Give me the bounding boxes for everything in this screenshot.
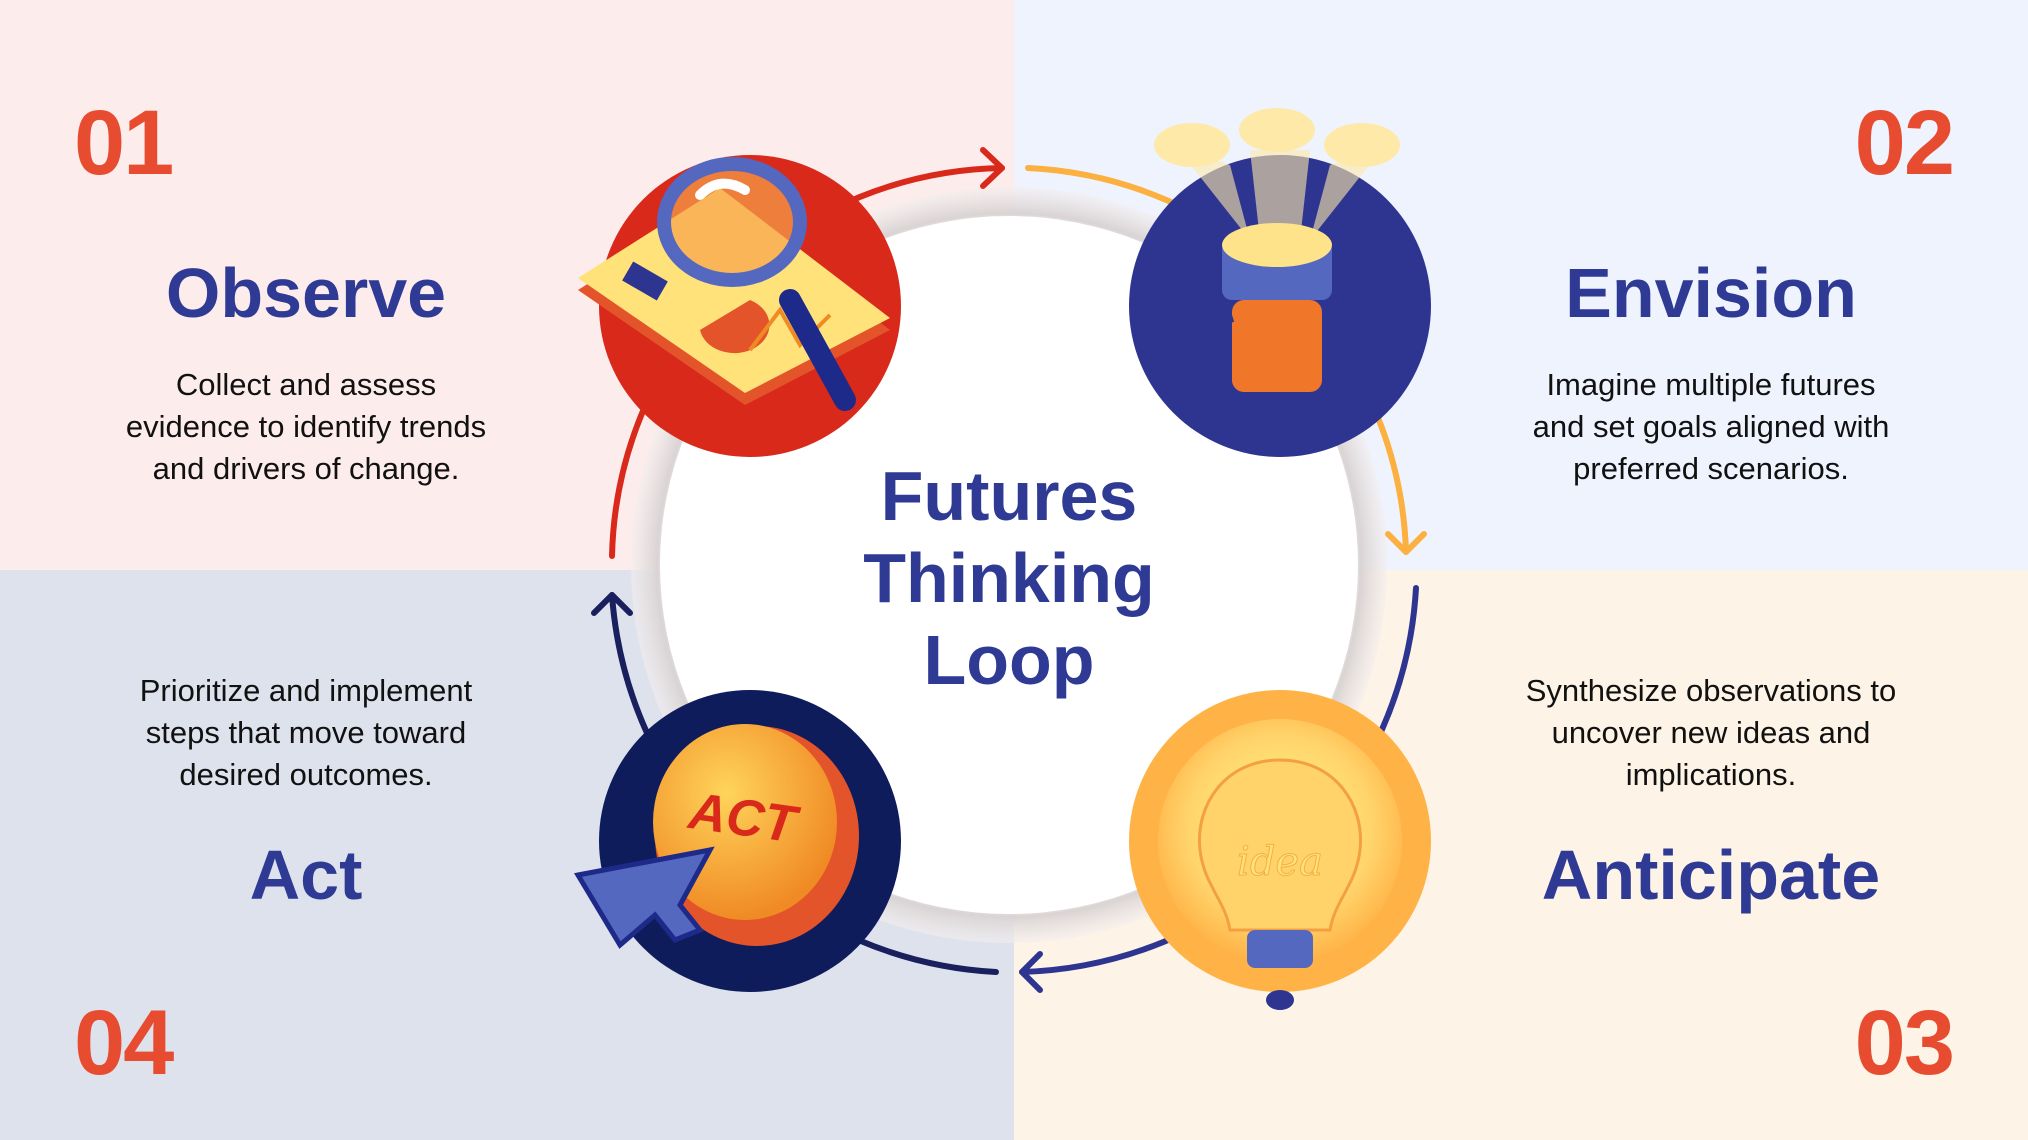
- description-line: desired outcomes.: [179, 757, 433, 792]
- description-line: Imagine multiple futures: [1546, 367, 1876, 402]
- stage-number-01: 01: [74, 92, 174, 194]
- magnifying-glass-icon: [578, 155, 901, 457]
- lightbulb-icon: idea: [1129, 690, 1431, 1010]
- stage-title-act: Act: [249, 836, 363, 914]
- stage-number-04: 04: [74, 992, 174, 1094]
- description-line: Synthesize observations to: [1525, 673, 1897, 708]
- description-line: uncover new ideas and: [1551, 715, 1871, 750]
- loop-title: Futures Thinking Loop: [809, 455, 1209, 701]
- stage-number-02: 02: [1854, 92, 1955, 194]
- stage-description-act: Prioritize and implement steps that move…: [46, 670, 566, 796]
- arrowhead-down-icon: [1385, 531, 1427, 555]
- stage-number-03: 03: [1854, 992, 1955, 1094]
- description-line: and drivers of change.: [152, 451, 460, 486]
- stage-title-anticipate: Anticipate: [1541, 836, 1881, 914]
- arrowhead-up-icon: [591, 592, 633, 616]
- description-line: preferred scenarios.: [1573, 451, 1849, 486]
- stage-description-observe: Collect and assess evidence to identify …: [46, 364, 566, 490]
- arrowhead-left-icon: [1019, 951, 1043, 993]
- description-line: evidence to identify trends: [125, 409, 487, 444]
- title-line: Thinking: [863, 539, 1155, 617]
- description-line: Prioritize and implement: [139, 673, 473, 708]
- stage-description-envision: Imagine multiple futures and set goals a…: [1451, 364, 1971, 490]
- title-line: Loop: [923, 621, 1095, 699]
- flashlight-icon: [1129, 108, 1431, 457]
- idea-label: idea: [1237, 839, 1323, 885]
- description-line: steps that move toward: [145, 715, 467, 750]
- arrowhead-right-icon: [980, 147, 1005, 189]
- description-line: and set goals aligned with: [1532, 409, 1890, 444]
- title-line: Futures: [880, 457, 1138, 535]
- description-line: Collect and assess: [175, 367, 437, 402]
- description-line: implications.: [1625, 757, 1797, 792]
- stage-title-envision: Envision: [1565, 254, 1857, 332]
- act-button-icon: ACT: [574, 690, 901, 992]
- stage-description-anticipate: Synthesize observations to uncover new i…: [1451, 670, 1971, 796]
- stage-title-observe: Observe: [165, 254, 447, 332]
